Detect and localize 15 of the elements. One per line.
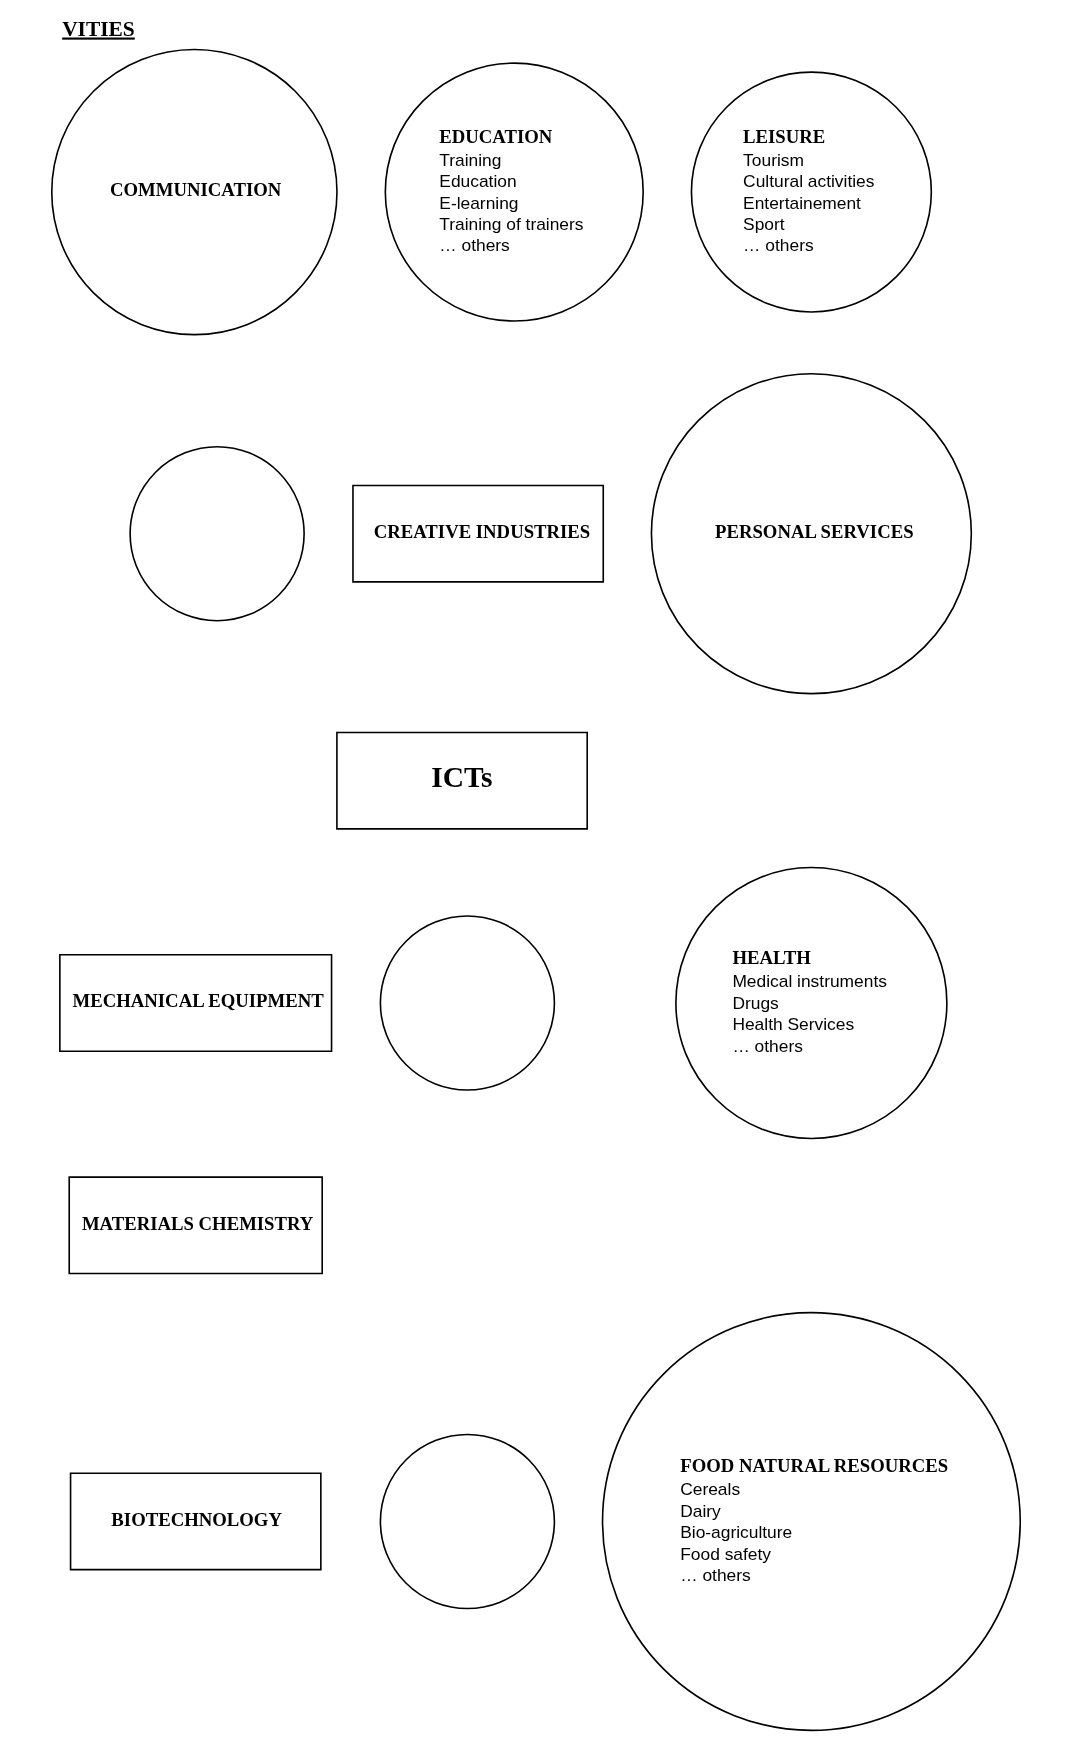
node-box: CREATIVE INDUSTRIES <box>352 484 605 583</box>
node-circle: HEALTH Medical instruments Drugs Health Services … others <box>675 866 948 1139</box>
node-circle: FOOD NATURAL RESOURCES Cereals Dairy Bio-agriculture Food safety … others <box>601 1311 1022 1731</box>
node-box: ICTs <box>336 731 588 830</box>
node-circle <box>379 914 556 1091</box>
node-circle <box>379 1433 556 1609</box>
node-circle: EDUCATION Training Education E-learning Training of trainers … others <box>384 61 644 322</box>
node-box: MECHANICAL EQUIPMENT <box>59 953 333 1052</box>
node-circle: LEISURE Tourism Cultural activities Entertainement Sport … others <box>690 70 933 313</box>
diagram-title: VITIES <box>62 16 135 40</box>
node-box: MATERIALS CHEMISTRY <box>68 1175 323 1274</box>
node-circle: PERSONAL SERVICES <box>650 372 973 694</box>
node-circle: COMMUNICATION <box>50 48 338 335</box>
node-circle <box>129 445 305 622</box>
node-box: BIOTECHNOLOGY <box>69 1472 322 1570</box>
